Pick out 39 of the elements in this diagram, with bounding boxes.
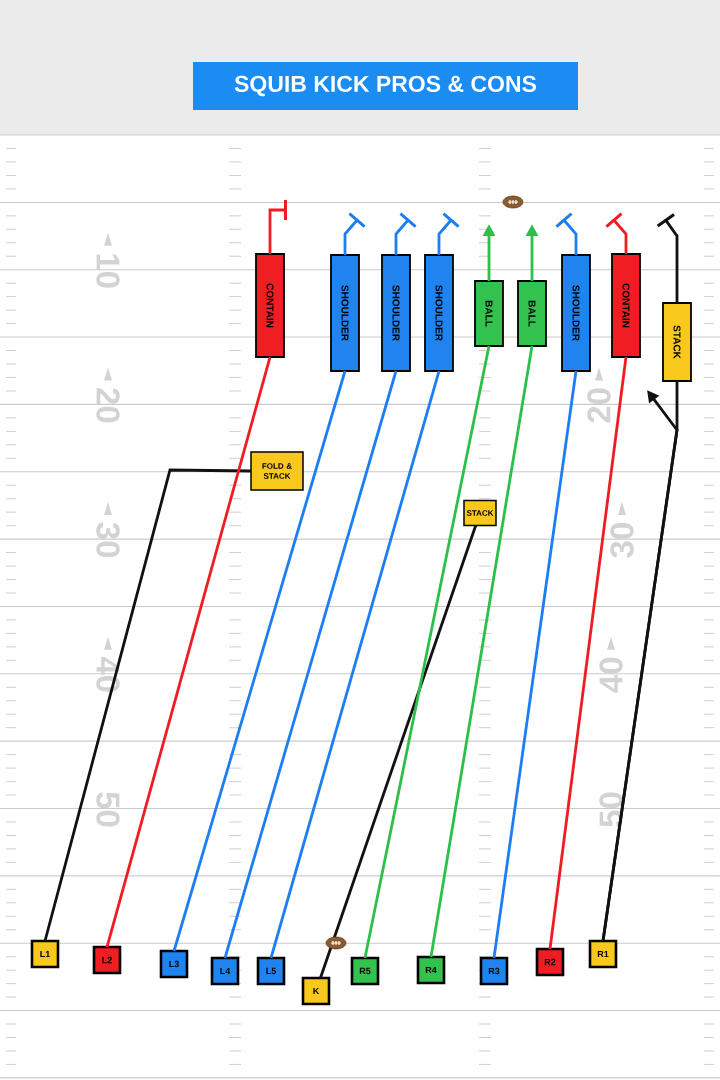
label-box: STACK xyxy=(463,499,497,527)
assignment-box: SHOULDER xyxy=(561,254,591,372)
player-box: L2 xyxy=(92,945,122,975)
route-line xyxy=(492,370,578,959)
block-line xyxy=(437,212,460,255)
route-line xyxy=(269,370,441,959)
block-line xyxy=(268,200,287,254)
assignment-box: SHOULDER xyxy=(330,254,360,372)
route-line xyxy=(223,370,398,959)
player-box: R2 xyxy=(535,947,565,977)
title-banner: SQUIB KICK PROS & CONS xyxy=(193,62,578,110)
route-line xyxy=(363,345,491,959)
player-box: R4 xyxy=(416,955,446,985)
player-box: L5 xyxy=(256,956,286,986)
player-box: L1 xyxy=(30,939,60,969)
assignment-box: SHOULDER xyxy=(381,254,411,372)
player-box: R1 xyxy=(588,939,618,969)
block-line xyxy=(555,212,578,255)
block-line xyxy=(394,212,417,255)
label-box: FOLD & STACK xyxy=(250,451,304,491)
assignment-box: BALL xyxy=(474,280,504,347)
route-line xyxy=(43,468,251,942)
block-line xyxy=(605,212,628,254)
route-line xyxy=(105,356,272,948)
player-box: L3 xyxy=(159,949,189,979)
block-line xyxy=(343,212,366,255)
assignment-box: CONTAIN xyxy=(611,253,641,358)
assignment-box: CONTAIN xyxy=(255,253,285,358)
assignment-box: STACK xyxy=(662,302,692,382)
assignment-box: SHOULDER xyxy=(424,254,454,372)
route-line xyxy=(172,370,347,952)
route-line xyxy=(319,525,478,979)
player-box: K xyxy=(301,976,331,1006)
route-line xyxy=(429,345,534,958)
route-line xyxy=(548,356,628,950)
player-box: L4 xyxy=(210,956,240,986)
player-box: R5 xyxy=(350,956,380,986)
player-box: R3 xyxy=(479,956,509,986)
assignment-box: BALL xyxy=(517,280,547,347)
